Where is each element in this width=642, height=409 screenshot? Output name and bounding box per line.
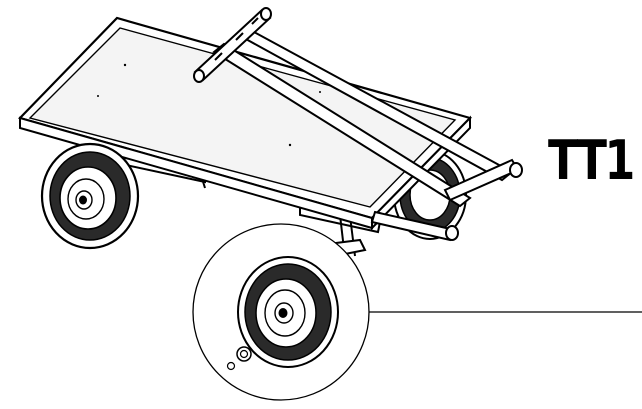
front-wheel (40, 142, 140, 250)
tow-handle (193, 7, 523, 242)
detail-callout-wheel (192, 223, 642, 401)
model-label: TT1 (548, 129, 635, 192)
